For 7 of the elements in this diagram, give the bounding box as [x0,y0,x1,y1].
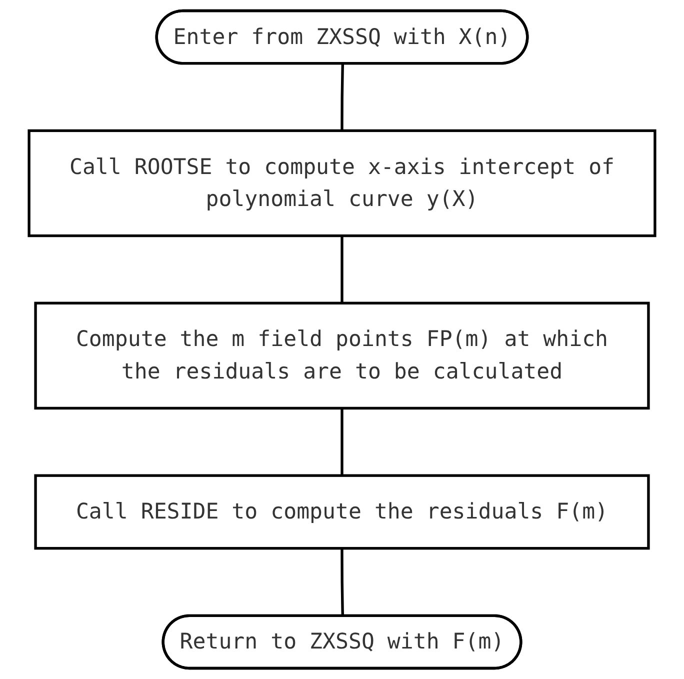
connector [340,236,344,304]
node-box: Call RESIDE to compute the residuals F(m) [34,474,650,550]
connector [340,64,344,131]
node-box: Compute the m field points FP(m) at which the residuals are to be calculated [34,302,650,410]
connector [340,408,344,476]
connector [340,548,344,616]
node-box: Call ROOTSE to compute x-axis intercept of polynomial curve y(X) [28,129,656,238]
